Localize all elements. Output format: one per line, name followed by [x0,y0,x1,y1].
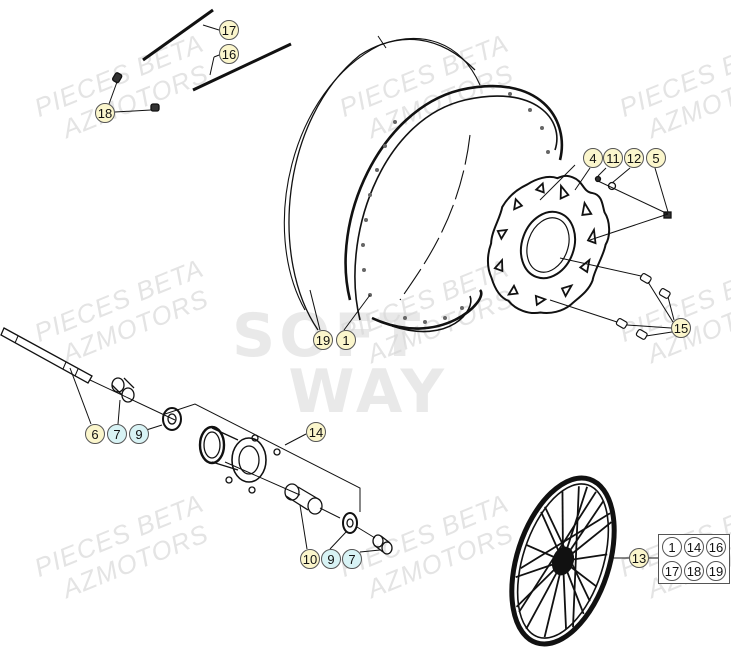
callout-9-bearing-left[interactable]: 9 [129,424,149,444]
rim-icon [344,84,564,333]
bearing-icon [162,407,182,431]
bolt-icon [615,273,671,340]
spacer-icon [111,377,135,403]
hub-icon [198,425,281,494]
bearing-icon [342,512,358,534]
kit-callout-17[interactable]: 17 [662,561,682,581]
rim-tape-icon [288,38,476,331]
inner-spacer-icon [284,483,323,515]
spoke-short-icon [192,42,292,92]
callout-14-hub[interactable]: 14 [306,422,326,442]
callout-6-axle[interactable]: 6 [85,424,105,444]
callout-16-spoke[interactable]: 16 [219,44,239,64]
kit-callout-18[interactable]: 18 [684,561,704,581]
nipple-icon [150,103,160,112]
nipple-icon [111,72,123,84]
callout-12-spacer[interactable]: 12 [624,148,644,168]
callout-10-inner-spacer[interactable]: 10 [300,549,320,569]
kit-contents-box: 1 14 16 17 18 19 [658,534,730,584]
callout-15-bolts[interactable]: 15 [671,318,691,338]
callout-13-complete-wheel[interactable]: 13 [629,548,649,568]
callout-9-bearing-right[interactable]: 9 [321,549,341,569]
callout-4-brake-disc[interactable]: 4 [583,148,603,168]
callout-5-screw[interactable]: 5 [646,148,666,168]
axle-icon [0,327,93,384]
brake-disc-icon [486,174,611,315]
complete-wheel-icon [509,475,617,647]
callout-19-rim-tape[interactable]: 19 [313,330,333,350]
center-watermark: SOFT WAY [232,306,448,427]
spoke-long-icon [142,8,214,62]
kit-row: 17 18 19 [659,559,729,583]
kit-callout-14[interactable]: 14 [684,537,704,557]
callout-7-spacer-right[interactable]: 7 [342,549,362,569]
callout-1-rim[interactable]: 1 [336,330,356,350]
callout-7-spacer-left[interactable]: 7 [107,424,127,444]
callout-11-washer[interactable]: 11 [603,148,623,168]
callout-18-nipple[interactable]: 18 [95,103,115,123]
kit-callout-1[interactable]: 1 [662,537,682,557]
kit-row: 1 14 16 [659,535,729,559]
kit-callout-16[interactable]: 16 [706,537,726,557]
callout-17-spoke[interactable]: 17 [219,20,239,40]
spacer-icon [372,534,393,555]
kit-callout-19[interactable]: 19 [706,561,726,581]
